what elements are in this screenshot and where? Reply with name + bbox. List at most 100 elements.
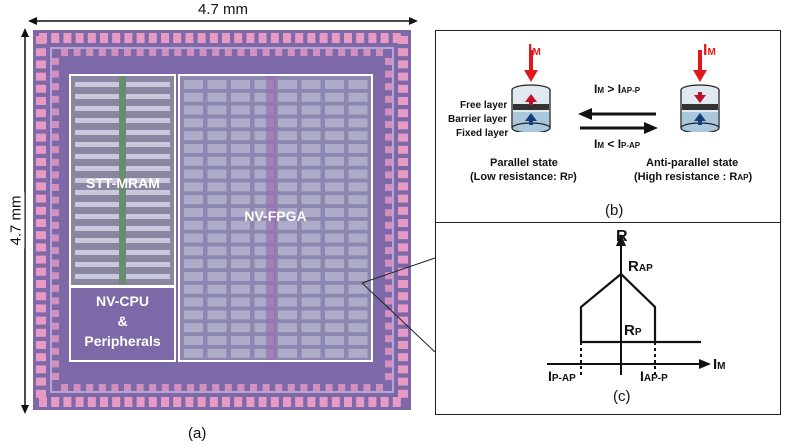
mram-row (126, 190, 170, 195)
io-cell (385, 373, 392, 380)
bond-pad (36, 84, 46, 93)
bond-pad (398, 145, 408, 154)
fpga-tile (301, 323, 321, 333)
mram-row (75, 202, 119, 207)
fpga-tile (254, 131, 274, 141)
io-cell (376, 49, 383, 56)
bond-pad (331, 33, 340, 43)
fpga-tile (301, 259, 321, 269)
fpga-tile (301, 195, 321, 205)
io-cell (385, 121, 392, 128)
fpga-tile (301, 297, 321, 307)
current-label-left: IM (528, 42, 541, 59)
fpga-tile (231, 131, 250, 141)
io-cell (385, 158, 392, 166)
bond-pad (161, 397, 169, 407)
fpga-tile (231, 208, 250, 217)
io-cell (52, 209, 59, 217)
bond-pad (36, 365, 46, 374)
io-cell (52, 360, 59, 368)
fpga-tile (184, 246, 203, 256)
bond-pad (398, 280, 408, 288)
die-pads (36, 33, 408, 407)
bond-pad (398, 121, 408, 130)
bond-pad (398, 84, 408, 93)
fpga-tile (348, 233, 368, 243)
axis-x-label: IM (713, 356, 726, 373)
fpga-tile (301, 156, 321, 166)
bond-pad (222, 33, 230, 43)
bond-pad (63, 33, 72, 43)
mram-row (126, 226, 170, 231)
fpga-tile (184, 144, 203, 153)
bond-pad (398, 341, 408, 349)
io-cell (52, 297, 59, 305)
bond-pad (307, 397, 316, 407)
rap-label: RAP (628, 258, 653, 275)
fpga-tile (207, 336, 227, 345)
nv-cpu-label-line3: Peripherals (84, 333, 161, 349)
io-cell (275, 384, 283, 391)
mram-row (75, 226, 119, 231)
bond-pad (398, 304, 408, 313)
fpga-tile (207, 144, 227, 153)
io-cell (52, 284, 59, 292)
bond-pad (173, 33, 182, 43)
fpga-tile (254, 310, 274, 320)
mram-row (75, 250, 119, 255)
io-cell (61, 384, 68, 391)
fpga-tile (325, 105, 344, 115)
caption-b: (b) (605, 202, 624, 219)
fpga-tile (184, 92, 203, 102)
fpga-tile (278, 348, 297, 358)
fpga-tile (254, 246, 274, 256)
fpga-tile (325, 169, 344, 179)
fpga-tile (207, 169, 227, 179)
bond-pad (398, 267, 408, 276)
nv-fpga-label: NV-FPGA (244, 208, 307, 224)
mram-row (75, 130, 119, 135)
bond-pad (398, 36, 408, 44)
io-cell (275, 49, 283, 56)
io-cell (199, 384, 207, 391)
bond-pad (36, 389, 46, 398)
fpga-tile (231, 144, 250, 153)
fpga-tile (184, 169, 203, 179)
io-cell (52, 247, 59, 254)
io-cell (136, 384, 144, 391)
fpga-tile (325, 297, 344, 307)
bond-pad (36, 377, 46, 386)
fpga-tile (207, 80, 227, 89)
io-cell (224, 384, 232, 391)
mram-row (75, 178, 119, 183)
fpga-tile (348, 246, 368, 256)
fpga-tile (301, 169, 321, 179)
stt-mram-label: STT-MRAM (86, 175, 160, 191)
io-cell (262, 49, 270, 56)
io-cell (52, 373, 59, 380)
io-cell (287, 384, 295, 391)
fpga-tile (325, 92, 344, 102)
fpga-tile (325, 310, 344, 320)
io-cell (212, 384, 220, 391)
bond-pad (319, 33, 328, 43)
bond-pad (136, 397, 145, 407)
bond-pad (36, 267, 46, 276)
fpga-tile (325, 156, 344, 166)
bond-pad (51, 397, 60, 407)
io-cell (237, 384, 245, 391)
fpga-tile (254, 348, 274, 358)
io-cell (52, 121, 59, 128)
fpga-tile (184, 208, 203, 217)
fpga-tile (325, 272, 344, 281)
fpga-tile (278, 323, 297, 333)
panel-c (435, 222, 781, 415)
current-label-right: IM (703, 42, 716, 59)
fpga-tile (231, 233, 250, 243)
fpga-tile (207, 348, 227, 358)
width-label: 4.7 mm (195, 1, 252, 18)
mram-row (126, 274, 170, 279)
fpga-tile (231, 323, 250, 333)
mram-row (126, 82, 170, 87)
